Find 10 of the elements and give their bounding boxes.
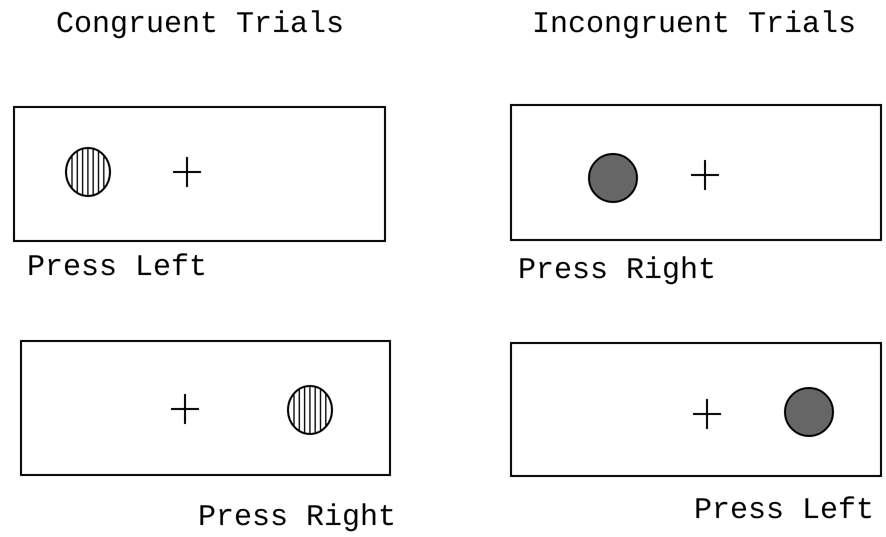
response-caption: Press Right bbox=[518, 256, 716, 286]
stimulus-screen-box bbox=[20, 340, 391, 476]
column-heading: Congruent Trials bbox=[56, 10, 344, 40]
column-heading: Incongruent Trials bbox=[532, 10, 856, 40]
response-caption: Press Right bbox=[198, 503, 396, 533]
stimulus-screen-box bbox=[510, 104, 882, 241]
stimulus-screen-box bbox=[510, 342, 882, 477]
stimulus-screen-box bbox=[13, 106, 386, 242]
response-caption: Press Left bbox=[27, 253, 208, 283]
response-caption: Press Left bbox=[694, 496, 874, 526]
